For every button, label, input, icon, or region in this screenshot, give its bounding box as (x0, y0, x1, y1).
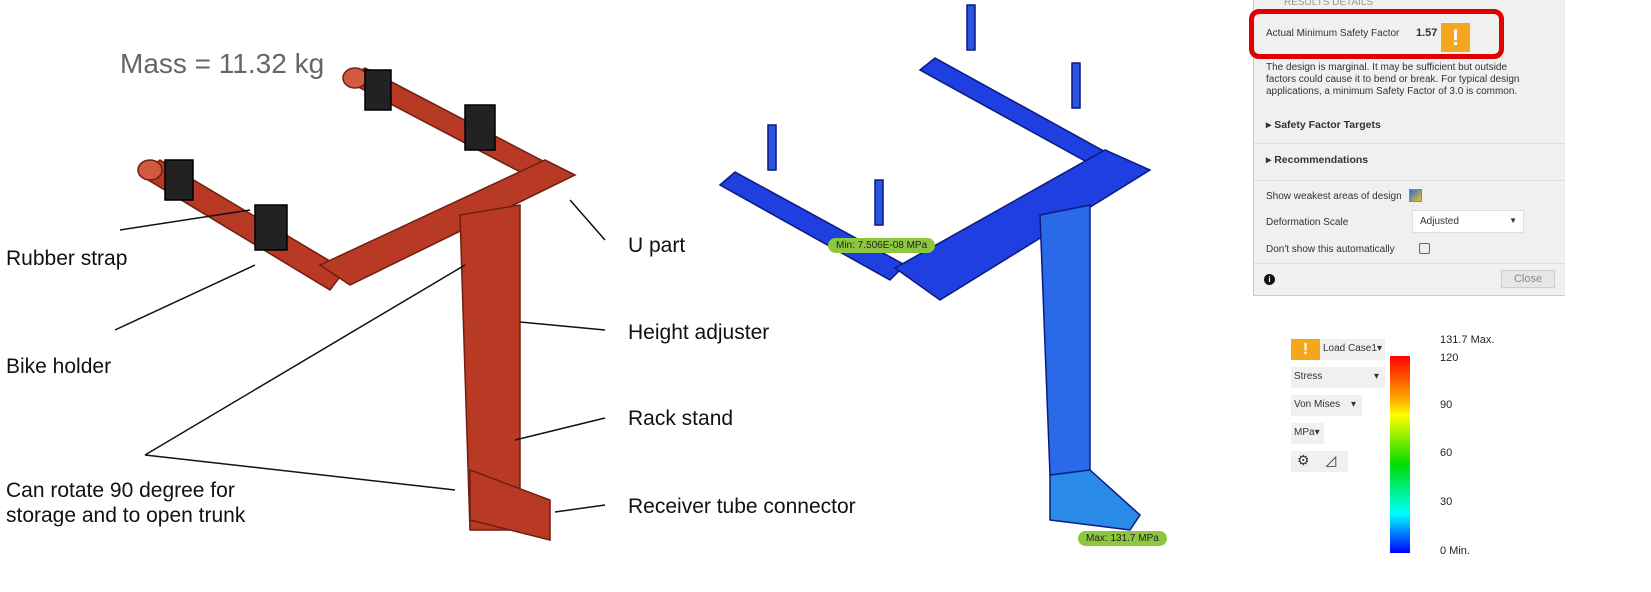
max-stress-tag: Max: 131.7 MPa (1078, 531, 1167, 546)
legend-tick: 30 (1440, 496, 1453, 508)
recommendations-toggle[interactable]: ▸ Recommendations (1266, 154, 1369, 166)
label-bike-holder: Bike holder (6, 355, 112, 378)
highlight-box (1249, 9, 1504, 59)
sf-value: 1.57 (1416, 27, 1438, 39)
callout-lines (114, 199, 606, 513)
dont-show-checkbox[interactable] (1419, 243, 1430, 254)
info-icon[interactable]: i (1264, 274, 1275, 285)
legend-tools: ⚙ ◿ (1291, 451, 1348, 472)
sf-label: Actual Minimum Safety Factor (1266, 28, 1400, 39)
warning-icon: ! (1441, 23, 1470, 52)
result-type-select[interactable]: Stress▾ (1291, 367, 1385, 388)
label-rotate: Can rotate 90 degree for storage and to … (6, 479, 246, 527)
safety-targets-toggle[interactable]: ▸ Safety Factor Targets (1266, 119, 1381, 131)
unit-value: MPa (1294, 427, 1315, 438)
sf-description: The design is marginal. It may be suffic… (1266, 62, 1520, 97)
legend-warning-icon: ! (1291, 339, 1320, 360)
label-height-adjuster: Height adjuster (628, 321, 770, 344)
label-u-part: U part (628, 234, 686, 257)
weakest-label: Show weakest areas of design (1266, 191, 1402, 202)
label-receiver: Receiver tube connector (628, 495, 856, 518)
result-type-value: Stress (1294, 371, 1323, 382)
stress-model (718, 4, 1152, 531)
label-rubber-strap: Rubber strap (6, 247, 128, 270)
deformation-select[interactable]: Adjusted ▼ (1412, 210, 1524, 233)
chevron-down-icon: ▼ (1509, 216, 1517, 225)
stress-type-select[interactable]: Von Mises▾ (1291, 395, 1362, 416)
load-case-select[interactable]: Load Case1▾ (1320, 339, 1385, 360)
legend-tick: 90 (1440, 399, 1453, 411)
divider (1254, 263, 1565, 264)
results-details-panel: RESULTS DETAILS Actual Minimum Safety Fa… (1249, 0, 1565, 296)
min-stress-tag: Min: 7.506E-08 MPa (828, 238, 936, 253)
divider (1254, 143, 1565, 144)
safety-targets-label: Safety Factor Targets (1274, 119, 1381, 131)
legend-tick: 60 (1440, 447, 1453, 459)
recommendations-label: Recommendations (1274, 154, 1369, 166)
label-rack-stand: Rack stand (628, 407, 734, 430)
legend-max: 131.7 Max. (1440, 334, 1495, 346)
mass-label: Mass = 11.32 kg (120, 48, 325, 79)
divider (1254, 180, 1565, 181)
deformation-icon[interactable]: ◿ (1325, 452, 1337, 468)
dont-show-label: Don't show this automatically (1266, 244, 1395, 255)
unit-select[interactable]: MPa▾ (1291, 423, 1324, 444)
legend-tick: 120 (1440, 352, 1459, 364)
deformation-value: Adjusted (1420, 216, 1459, 227)
load-case-value: Load Case1 (1323, 343, 1377, 354)
red-rack-model (137, 67, 577, 541)
close-button[interactable]: Close (1501, 270, 1555, 288)
gear-icon[interactable]: ⚙ (1297, 452, 1310, 468)
panel-header: RESULTS DETAILS (1284, 0, 1374, 8)
stress-type-value: Von Mises (1294, 399, 1341, 410)
weakest-areas-icon[interactable] (1409, 189, 1422, 202)
legend-min: 0 Min. (1440, 545, 1470, 557)
deformation-label: Deformation Scale (1266, 217, 1349, 228)
color-scale-bar (1390, 356, 1410, 553)
